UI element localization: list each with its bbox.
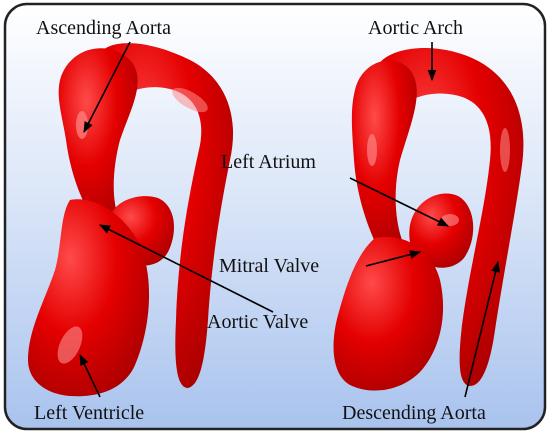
label-left-atrium: Left Atrium (221, 151, 316, 173)
label-left-ventricle: Left Ventricle (34, 402, 144, 424)
highlight (367, 134, 377, 166)
label-ascending-aorta: Ascending Aorta (36, 17, 171, 39)
label-aortic-arch: Aortic Arch (368, 17, 463, 39)
label-mitral-valve: Mitral Valve (219, 255, 319, 277)
label-descending-aorta: Descending Aorta (342, 402, 486, 424)
label-aortic-valve: Aortic Valve (207, 311, 308, 333)
highlight (500, 128, 510, 172)
highlight (76, 111, 88, 139)
